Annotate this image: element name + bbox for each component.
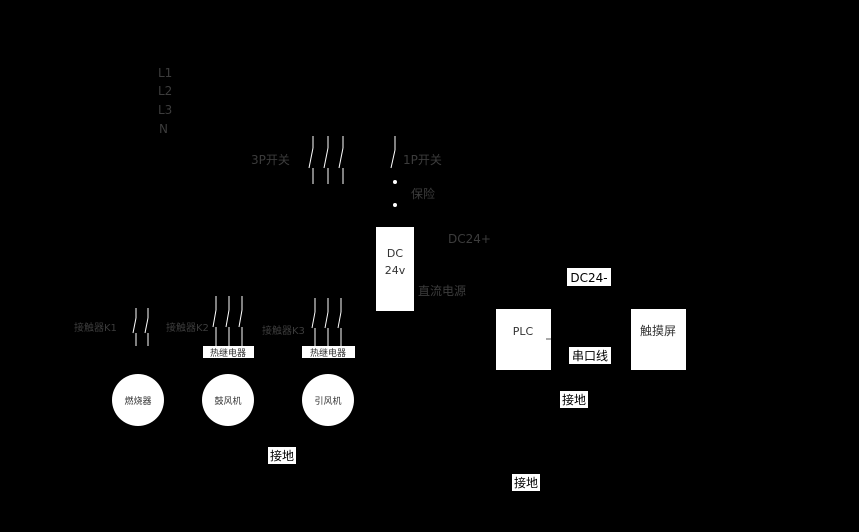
fuse-label: 保险 bbox=[411, 186, 435, 201]
three-pole-switch-label: 3P开关 bbox=[251, 153, 290, 167]
line-label-n: N bbox=[159, 122, 168, 136]
dc-minus-label: DC24- bbox=[570, 271, 607, 285]
contactor-k3-symbol bbox=[311, 298, 342, 346]
motor-blower bbox=[202, 374, 254, 426]
line-label-l2: L2 bbox=[158, 84, 172, 98]
ground-label-box-motors bbox=[268, 447, 296, 464]
motor-burner-label: 燃烧器 bbox=[124, 395, 151, 407]
line-label-l1: L1 bbox=[158, 66, 172, 80]
dc-plus-label: DC24+ bbox=[448, 232, 491, 246]
thermal-relay-label-induced-fan: 热继电器 bbox=[310, 347, 346, 359]
ground-label-box-plc bbox=[560, 391, 588, 408]
motor-induced-fan bbox=[302, 374, 354, 426]
contactor-k1-label: 接触器K1 bbox=[74, 321, 117, 334]
ground-label-box-bottom bbox=[512, 474, 540, 491]
contactor-k3-label: 接触器K3 bbox=[262, 324, 305, 337]
contactor-k2-label: 接触器K2 bbox=[166, 321, 209, 334]
serial-line-label-box bbox=[569, 347, 611, 364]
thermal-relay-box-induced-fan bbox=[302, 346, 355, 358]
ground-label-bottom: 接地 bbox=[514, 475, 538, 490]
motor-induced-fan-label: 引风机 bbox=[314, 395, 341, 407]
three-pole-switch bbox=[308, 136, 344, 184]
ground-label-motors: 接地 bbox=[270, 448, 294, 463]
power-supply-line1: DC bbox=[387, 247, 403, 260]
power-supply-box bbox=[376, 227, 414, 311]
plc-box bbox=[496, 309, 551, 370]
power-supply-label: 直流电源 bbox=[418, 284, 466, 298]
contactor-k1-symbol bbox=[132, 308, 149, 346]
motor-burner bbox=[112, 374, 164, 426]
motor-blower-label: 鼓风机 bbox=[214, 395, 241, 407]
thermal-relay-box-blower bbox=[203, 346, 254, 358]
contactor-k2-symbol bbox=[212, 296, 243, 346]
power-supply-line2: 24v bbox=[385, 264, 406, 277]
touchscreen-label: 触摸屏 bbox=[640, 324, 676, 338]
plc-label: PLC bbox=[513, 325, 534, 338]
one-pole-switch bbox=[390, 136, 396, 169]
fuse-symbol bbox=[393, 180, 397, 207]
thermal-relay-label-blower: 热继电器 bbox=[210, 347, 246, 359]
ground-label-plc: 接地 bbox=[562, 392, 586, 407]
line-label-l3: L3 bbox=[158, 103, 172, 117]
dc-minus-label-box bbox=[567, 268, 611, 286]
one-pole-switch-label: 1P开关 bbox=[403, 153, 442, 167]
serial-line-label: 串口线 bbox=[572, 349, 608, 363]
touchscreen-box bbox=[631, 309, 686, 370]
